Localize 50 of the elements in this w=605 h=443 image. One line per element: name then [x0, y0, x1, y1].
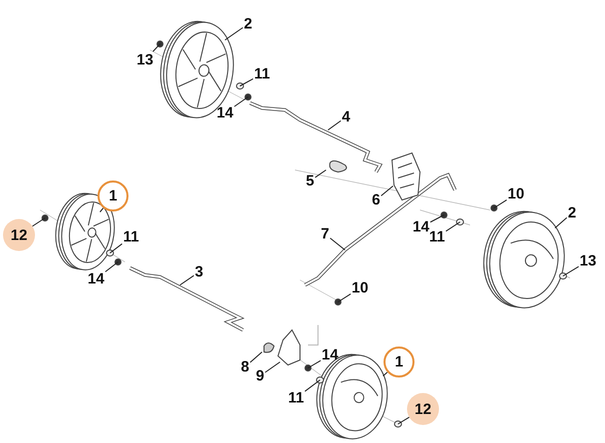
- leader-line: [494, 199, 508, 208]
- callout-number: 10: [508, 186, 524, 202]
- callout-number: 4: [342, 110, 350, 124]
- callout-number: 11: [123, 230, 139, 244]
- callout-number: 11: [254, 66, 270, 82]
- callout-number: 7: [320, 226, 330, 242]
- callout-number: 9: [256, 368, 264, 384]
- callout-number: 8: [240, 360, 250, 374]
- callout-number: 5: [306, 174, 314, 188]
- callout-number: 14: [216, 106, 234, 120]
- callout-number: 14: [322, 348, 338, 362]
- callout-number: 1: [98, 180, 128, 212]
- callout-number: 1: [384, 346, 414, 378]
- callout-number: 11: [288, 390, 304, 406]
- leader-line: [338, 293, 352, 302]
- leader-line: [100, 208, 104, 212]
- leader-line: [328, 120, 342, 130]
- leader-line: [32, 218, 46, 227]
- callout-number: 11: [429, 230, 445, 244]
- leader-line: [304, 380, 320, 392]
- callout-number: 6: [372, 192, 380, 208]
- leader-line: [234, 96, 248, 107]
- leader-line: [430, 214, 444, 223]
- leader-line: [264, 362, 280, 373]
- leader-line: [314, 170, 326, 178]
- leader-line: [240, 78, 254, 86]
- callout-number: 12: [407, 393, 439, 425]
- callout-number: 12: [3, 219, 35, 251]
- callout-number: 10: [352, 280, 368, 296]
- leader-line: [330, 238, 346, 250]
- leader-line: [152, 44, 160, 52]
- leader-line: [382, 372, 388, 376]
- leader-line: [398, 416, 410, 424]
- callout-number: 2: [568, 206, 576, 220]
- leader-line: [554, 217, 568, 228]
- leader-line: [380, 186, 394, 196]
- callout-number: 13: [580, 254, 596, 268]
- callout-number: 13: [136, 52, 154, 68]
- leader-line: [110, 243, 123, 254]
- leader-line: [562, 266, 580, 276]
- leader-line: [308, 360, 322, 368]
- callout-number: 3: [194, 264, 204, 280]
- leader-line: [104, 262, 118, 272]
- leader-line: [180, 275, 194, 286]
- leader-line: [224, 27, 244, 40]
- leader-line: [445, 222, 460, 232]
- callout-number: 2: [244, 16, 252, 32]
- callout-number: 14: [412, 220, 430, 234]
- callout-number: 14: [88, 272, 104, 286]
- leader-line: [250, 352, 262, 363]
